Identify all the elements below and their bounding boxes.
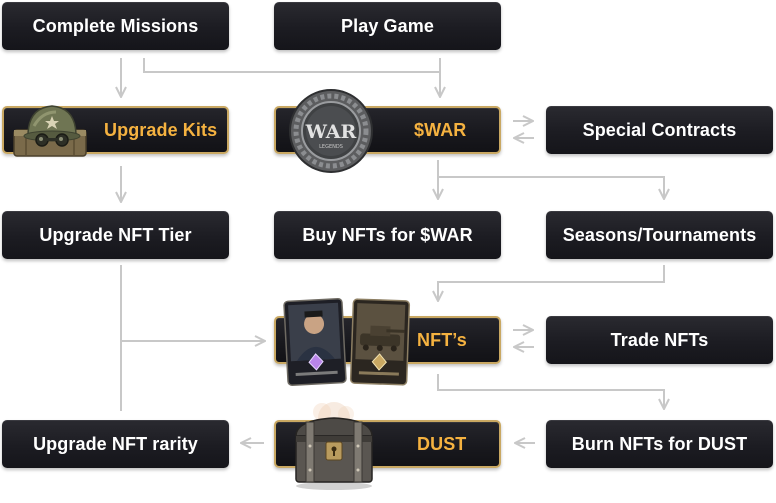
node-label: Upgrade Kits [104,119,218,140]
coin-text: WAR [305,121,357,143]
node-upgrade-nft-rarity: Upgrade NFT rarity [2,420,229,468]
node-burn-nfts: Burn NFTs for DUST [546,420,773,468]
connector-nfts-to-burn [437,374,664,408]
node-complete-missions: Complete Missions [2,2,229,50]
connector-war-to-seasons [438,176,664,198]
nft-cards-icon [282,296,412,388]
node-label: Buy NFTs for $WAR [302,224,473,245]
node-label: Trade NFTs [610,329,709,350]
helmet-icon [8,96,96,162]
node-trade-nfts: Trade NFTs [546,316,773,364]
node-label: $WAR [414,119,467,140]
node-label: Complete Missions [32,15,199,36]
coin-subtext: LEGENDS [319,144,343,150]
node-special-contracts: Special Contracts [546,106,773,154]
node-label: Play Game [341,15,434,36]
connector-missions-to-war [143,58,440,73]
node-label: Upgrade NFT Tier [39,224,192,245]
war-coin-icon: WAR LEGENDS [288,88,374,174]
node-upgrade-nft-tier: Upgrade NFT Tier [2,211,229,259]
node-seasons-tournaments: Seasons/Tournaments [546,211,773,259]
node-play-game: Play Game [274,2,501,50]
node-label: NFT’s [417,329,467,350]
node-label: Seasons/Tournaments [562,224,757,245]
connector-seasons-to-nfts [438,265,665,300]
chest-icon [284,400,384,494]
node-label: Upgrade NFT rarity [33,433,198,454]
node-label: Burn NFTs for DUST [571,433,748,454]
node-label: DUST [417,433,467,454]
node-buy-nfts: Buy NFTs for $WAR [274,211,501,259]
node-label: Special Contracts [582,119,737,140]
